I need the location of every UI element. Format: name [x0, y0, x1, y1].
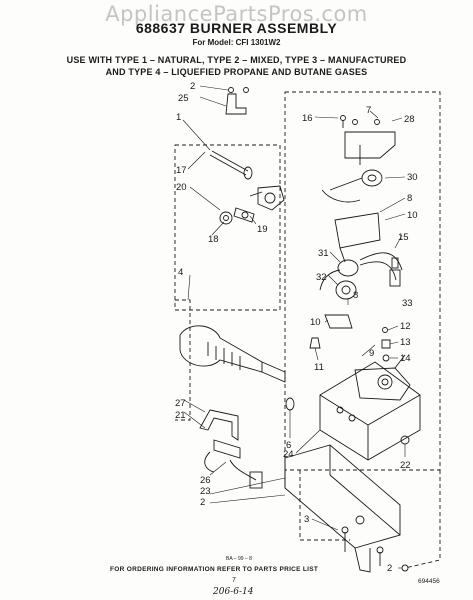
gas-valve-part: [354, 354, 411, 401]
right-assembly-outline: [284, 91, 441, 471]
callout-label: 13: [400, 337, 411, 348]
callout-label: 1: [176, 112, 181, 123]
callout-label: 21: [175, 410, 186, 421]
callout-label: 28: [404, 114, 415, 125]
fitting-part-19: [233, 207, 255, 223]
callout-label: 19: [257, 224, 268, 235]
callout-label: 18: [208, 234, 219, 245]
mounting-bracket-part: [284, 444, 401, 573]
callout-labels: 2 25 1 17 20 18 19 4 27 21 26 23 2 3 16 …: [175, 81, 418, 574]
page-number: 7: [232, 577, 236, 584]
usage-line-2: AND TYPE 4 – LIQUEFIED PROPANE AND BUTAN…: [105, 67, 368, 77]
small-plate-part: [324, 314, 353, 329]
callout-label: 2: [387, 563, 392, 574]
orifice-tube-part: [209, 150, 253, 180]
coil-bracket-part: [344, 119, 396, 165]
figure-reference: BA – 99 – 8: [226, 556, 252, 562]
callout-label: 25: [178, 93, 189, 104]
orifice-part-11: [309, 337, 321, 349]
callout-label: 10: [310, 317, 321, 328]
handwritten-note: 206-6-14: [213, 587, 254, 597]
callout-label: 16: [302, 113, 313, 124]
callout-label: 26: [200, 475, 211, 486]
valve-body-part: [249, 185, 285, 211]
callout-label: 8: [407, 193, 412, 204]
callout-label: 9: [369, 348, 374, 359]
callout-label: 33: [402, 298, 413, 309]
coil-part-32: [335, 280, 357, 300]
screw-part-16: [340, 115, 346, 128]
burner-assembly-outline: [175, 299, 191, 421]
callout-label: 14: [400, 353, 411, 364]
callout-label: 22: [400, 460, 411, 471]
callout-label: 23: [200, 486, 211, 497]
burner-tube-part: [179, 325, 286, 383]
clip-bracket-part: [225, 87, 249, 115]
lower-right-leader-line: [404, 470, 441, 569]
callout-label: 27: [175, 398, 186, 409]
left-assembly-outline: [174, 144, 281, 311]
callout-label: 17: [176, 165, 187, 176]
fitting-part-12: [382, 327, 388, 333]
screw-part-bottom: [376, 546, 384, 566]
model-line: For Model: CFI 1301W2: [192, 38, 281, 47]
callout-label: 20: [176, 182, 187, 193]
callout-leaders: [182, 85, 406, 569]
callout-label: 31: [318, 248, 329, 259]
wire-harness-part: [359, 252, 403, 287]
callout-label: 3: [304, 514, 309, 525]
screw-part-2-lower: [401, 564, 409, 572]
callout-label: 7: [366, 105, 371, 116]
screw-part-3: [341, 526, 349, 552]
solenoid-coil-part: [321, 169, 383, 203]
coil-part-31: [319, 259, 359, 291]
diagram-title: 688637 BURNER ASSEMBLY: [135, 20, 338, 36]
callout-label: 2: [200, 497, 205, 508]
coil-bracket-lower-part: [334, 212, 381, 263]
callout-label: 8: [353, 290, 358, 301]
fitting-part-13: [381, 339, 391, 349]
callout-label: 15: [398, 232, 409, 243]
callout-label: 30: [407, 172, 418, 183]
fitting-part-14: [382, 354, 390, 362]
fitting-part-18: [219, 211, 233, 225]
document-number: 694456: [418, 578, 440, 585]
callout-label: 6: [286, 440, 291, 451]
air-shutter-part: [285, 397, 295, 411]
callout-label: 24: [283, 449, 294, 460]
usage-line-1: USE WITH TYPE 1 – NATURAL, TYPE 2 – MIXE…: [66, 55, 407, 65]
callout-label: 12: [400, 321, 411, 332]
igniter-bracket-part: [199, 409, 263, 489]
callout-label: 10: [407, 210, 418, 221]
callout-label: 32: [316, 272, 327, 283]
callout-label: 4: [178, 267, 183, 278]
callout-label: 11: [314, 362, 324, 373]
lower-leader-line: [299, 470, 350, 541]
callout-label: 2: [190, 81, 195, 92]
ordering-note: FOR ORDERING INFORMATION REFER TO PARTS …: [110, 566, 319, 573]
